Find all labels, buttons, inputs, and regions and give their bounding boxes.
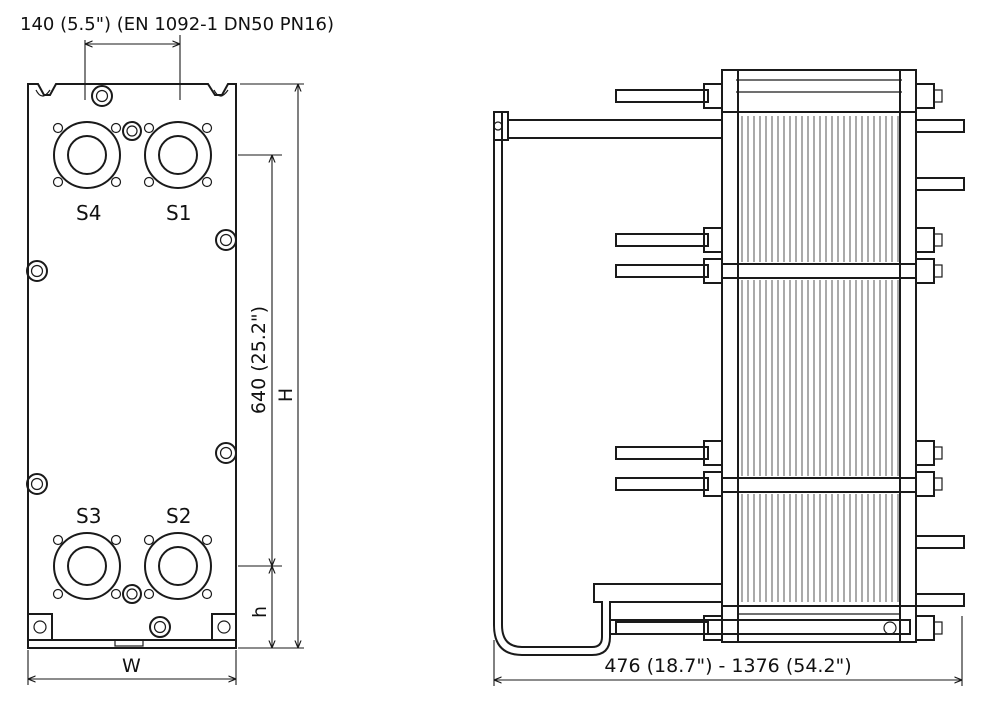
port-s3-label: S3 bbox=[76, 504, 101, 528]
connection-pipes bbox=[915, 119, 965, 607]
port-s4-label: S4 bbox=[76, 201, 101, 225]
front-view: 140 (5.5") (EN 1092-1 DN50 PN16) bbox=[20, 14, 334, 685]
side-view: 476 (18.7") - 1376 (54.2") bbox=[493, 69, 965, 686]
pressure-plate bbox=[899, 69, 917, 643]
base-plate bbox=[27, 639, 237, 649]
tightening-bolt bbox=[615, 83, 943, 109]
plate-pack bbox=[737, 111, 901, 607]
guide-bar bbox=[609, 619, 911, 635]
width-label: W bbox=[122, 655, 141, 677]
support-column bbox=[493, 112, 723, 656]
top-frame bbox=[721, 69, 917, 113]
tightening-bolts bbox=[615, 83, 943, 641]
tightening-bolt bbox=[615, 227, 943, 253]
port-s4 bbox=[52, 121, 122, 189]
fixed-frame-plate bbox=[721, 69, 739, 643]
total-height-label: H bbox=[275, 388, 297, 402]
port-s1 bbox=[143, 121, 213, 189]
feet bbox=[27, 613, 237, 641]
port-s1-label: S1 bbox=[166, 201, 191, 225]
port-spacing-label: 140 (5.5") (EN 1092-1 DN50 PN16) bbox=[20, 14, 334, 35]
tightening-bolt bbox=[615, 471, 943, 497]
bottom-height-label: h bbox=[249, 606, 271, 618]
port-s2-label: S2 bbox=[166, 504, 191, 528]
port-s2 bbox=[143, 532, 213, 600]
bottom-frame bbox=[721, 605, 917, 643]
frame-plate bbox=[27, 83, 237, 641]
port-spacing-vertical-dim: 640 (25.2") bbox=[248, 306, 270, 414]
port-s3 bbox=[52, 532, 122, 600]
tightening-bolt bbox=[615, 440, 943, 466]
carrying-bar bbox=[507, 119, 723, 139]
tightening-bolt bbox=[615, 258, 943, 284]
length-dimension: 476 (18.7") - 1376 (54.2") bbox=[604, 655, 851, 677]
bolt-heads bbox=[26, 85, 237, 638]
